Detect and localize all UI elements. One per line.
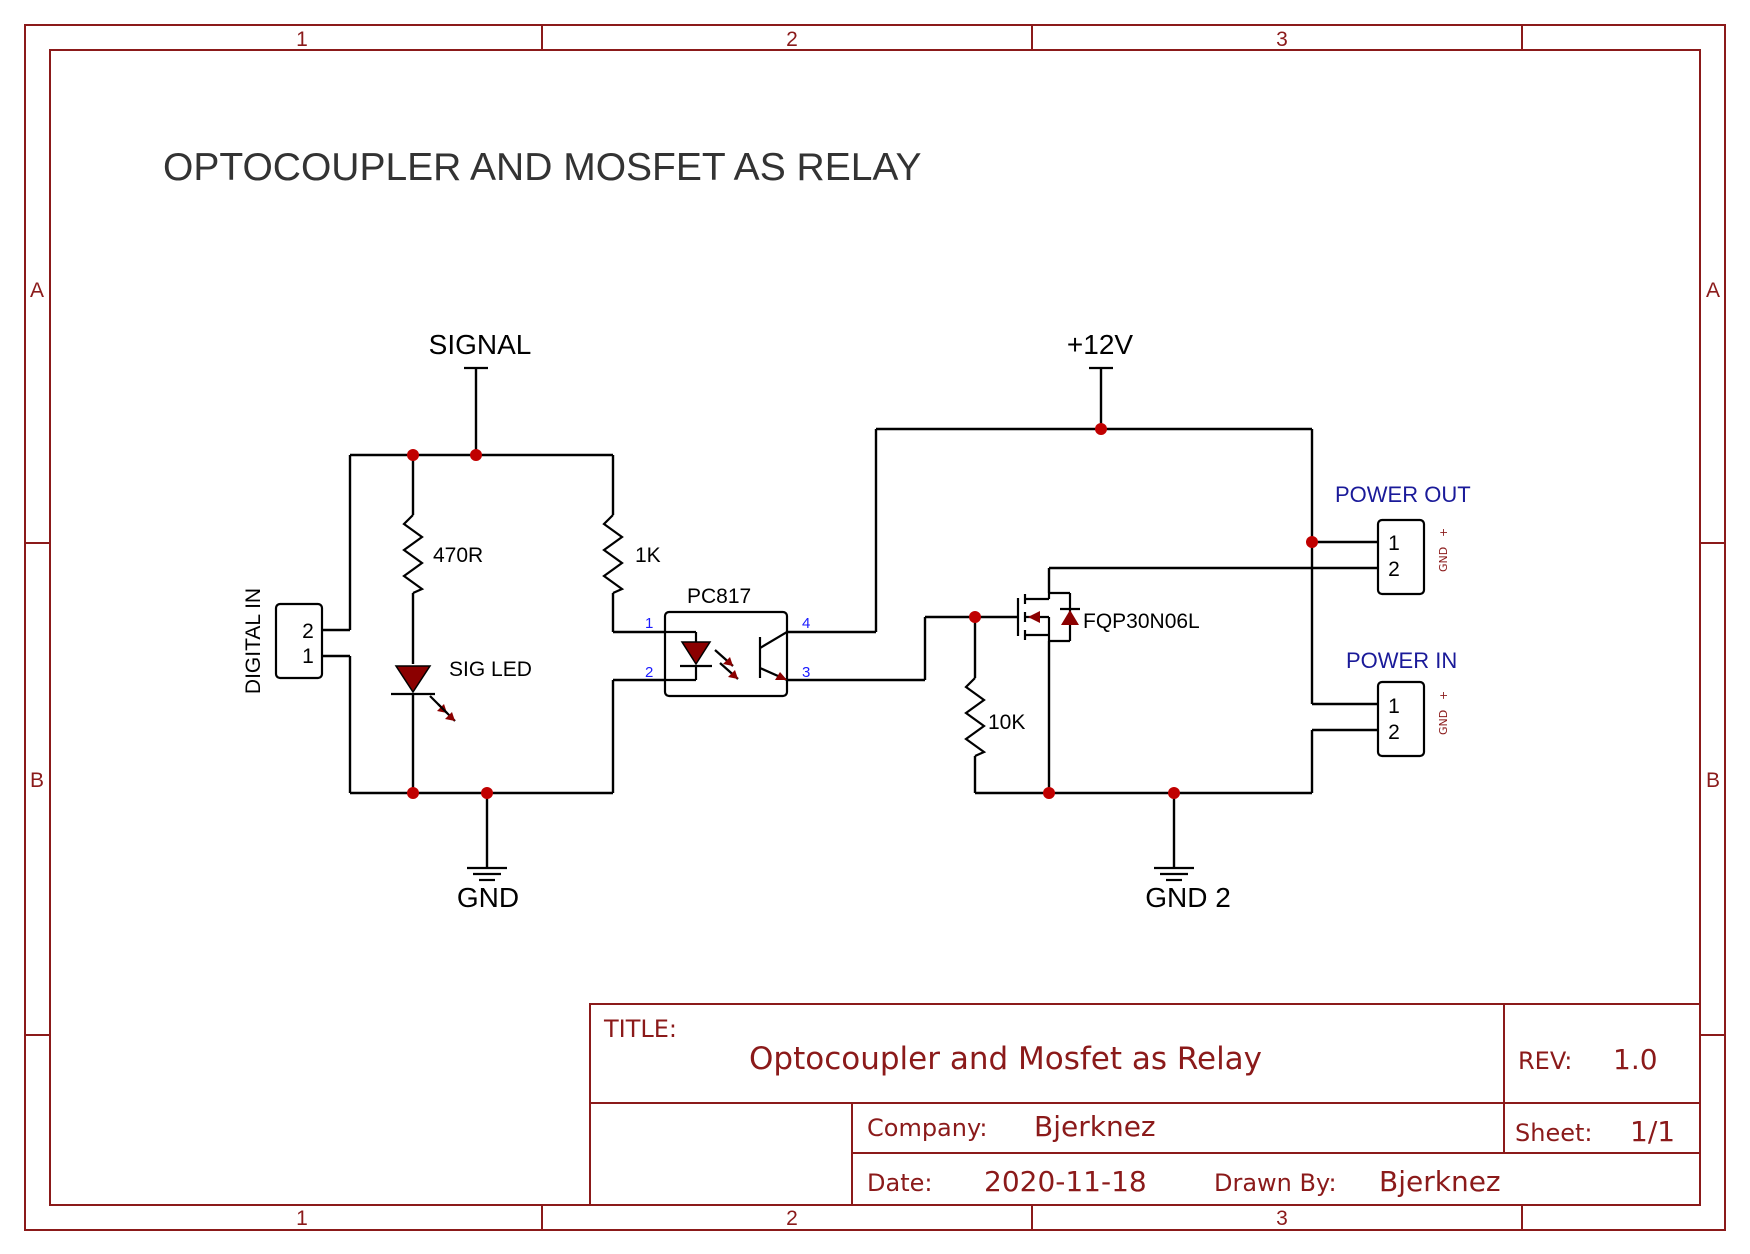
col-label-bottom-1: 1 <box>296 1207 308 1230</box>
col-label-bottom-3: 3 <box>1276 1207 1288 1230</box>
col-label-top-3: 3 <box>1276 28 1288 51</box>
power-in-side-plus: + <box>1437 691 1450 700</box>
v12-net-label: +12V <box>1067 329 1133 360</box>
rev-value: 1.0 <box>1613 1043 1658 1076</box>
power-out-pin-2: 2 <box>1388 558 1400 581</box>
digital-in-pin-2: 2 <box>302 620 314 643</box>
opto-pin-4: 4 <box>802 615 810 632</box>
pc817-optocoupler: PC817 1 2 3 4 <box>645 585 810 698</box>
mosfet-label: FQP30N06L <box>1083 610 1200 633</box>
resistor-1k: 1K <box>602 514 661 595</box>
mosfet-fqp30n06l: FQP30N06L <box>1016 591 1200 643</box>
col-label-top-1: 1 <box>296 28 308 51</box>
power-out-pin-1: 1 <box>1388 532 1400 555</box>
opto-pin-3: 3 <box>802 664 810 681</box>
power-in-pin-2: 2 <box>1388 721 1400 744</box>
digital-in-label: DIGITAL IN <box>242 588 265 694</box>
gnd-symbol: GND <box>457 866 519 913</box>
title-value: Optocoupler and Mosfet as Relay <box>749 1041 1262 1077</box>
input-circuit-wires <box>322 368 665 868</box>
row-label-left-b: B <box>30 769 44 792</box>
power-in-connector: POWER IN 1 2 GND + <box>1346 648 1457 758</box>
date-value: 2020-11-18 <box>984 1165 1147 1198</box>
signal-net-symbol: SIGNAL <box>429 329 532 370</box>
col-label-top-2: 2 <box>786 28 798 51</box>
digital-in-pin-1: 1 <box>302 645 314 668</box>
power-in-pin-1: 1 <box>1388 695 1400 718</box>
gnd2-symbol: GND 2 <box>1145 866 1231 913</box>
pc817-label: PC817 <box>687 585 751 608</box>
resistor-1k-label: 1K <box>635 544 661 567</box>
drawn-by-value: Bjerknez <box>1379 1165 1501 1198</box>
junction-dots <box>407 423 1318 799</box>
row-label-left-a: A <box>30 279 44 302</box>
col-label-bottom-2: 2 <box>786 1207 798 1230</box>
company-value: Bjerknez <box>1034 1110 1156 1143</box>
gnd-net-label: GND <box>457 882 519 913</box>
output-circuit-wires <box>787 368 1378 868</box>
power-out-label: POWER OUT <box>1335 482 1471 507</box>
opto-pin-1: 1 <box>645 615 653 632</box>
frame-zone-labels: 1 2 3 1 2 3 A B A B <box>30 28 1720 1230</box>
schematic-title: OPTOCOUPLER AND MOSFET AS RELAY <box>163 146 922 189</box>
power-in-label: POWER IN <box>1346 648 1457 673</box>
opto-pin-2: 2 <box>645 664 653 681</box>
row-label-right-a: A <box>1706 279 1720 302</box>
title-block: TITLE: Optocoupler and Mosfet as Relay R… <box>589 1003 1701 1206</box>
row-label-right-b: B <box>1706 769 1720 792</box>
digital-in-connector: 2 1 DIGITAL IN <box>242 588 324 694</box>
power-in-side-gnd: GND <box>1437 710 1450 735</box>
resistor-470r: 470R <box>402 514 483 595</box>
signal-net-label: SIGNAL <box>429 329 532 360</box>
rev-label: REV: <box>1518 1047 1572 1075</box>
title-label: TITLE: <box>603 1015 677 1043</box>
resistor-10k: 10K <box>964 677 1025 758</box>
sheet-label: Sheet: <box>1515 1119 1592 1147</box>
sig-led: SIG LED <box>391 658 532 722</box>
resistor-10k-label: 10K <box>988 711 1025 734</box>
resistor-470r-label: 470R <box>433 544 483 567</box>
power-out-connector: POWER OUT 1 2 GND + <box>1335 482 1471 596</box>
company-label: Company: <box>867 1114 988 1142</box>
power-out-side-plus: + <box>1437 528 1450 537</box>
power-out-side-gnd: GND <box>1437 547 1450 572</box>
gnd2-net-label: GND 2 <box>1145 882 1231 913</box>
sheet-value: 1/1 <box>1630 1115 1675 1148</box>
drawn-by-label: Drawn By: <box>1214 1169 1337 1197</box>
sig-led-label: SIG LED <box>449 658 532 681</box>
date-label: Date: <box>867 1169 932 1197</box>
v12-net-symbol: +12V <box>1067 329 1133 370</box>
